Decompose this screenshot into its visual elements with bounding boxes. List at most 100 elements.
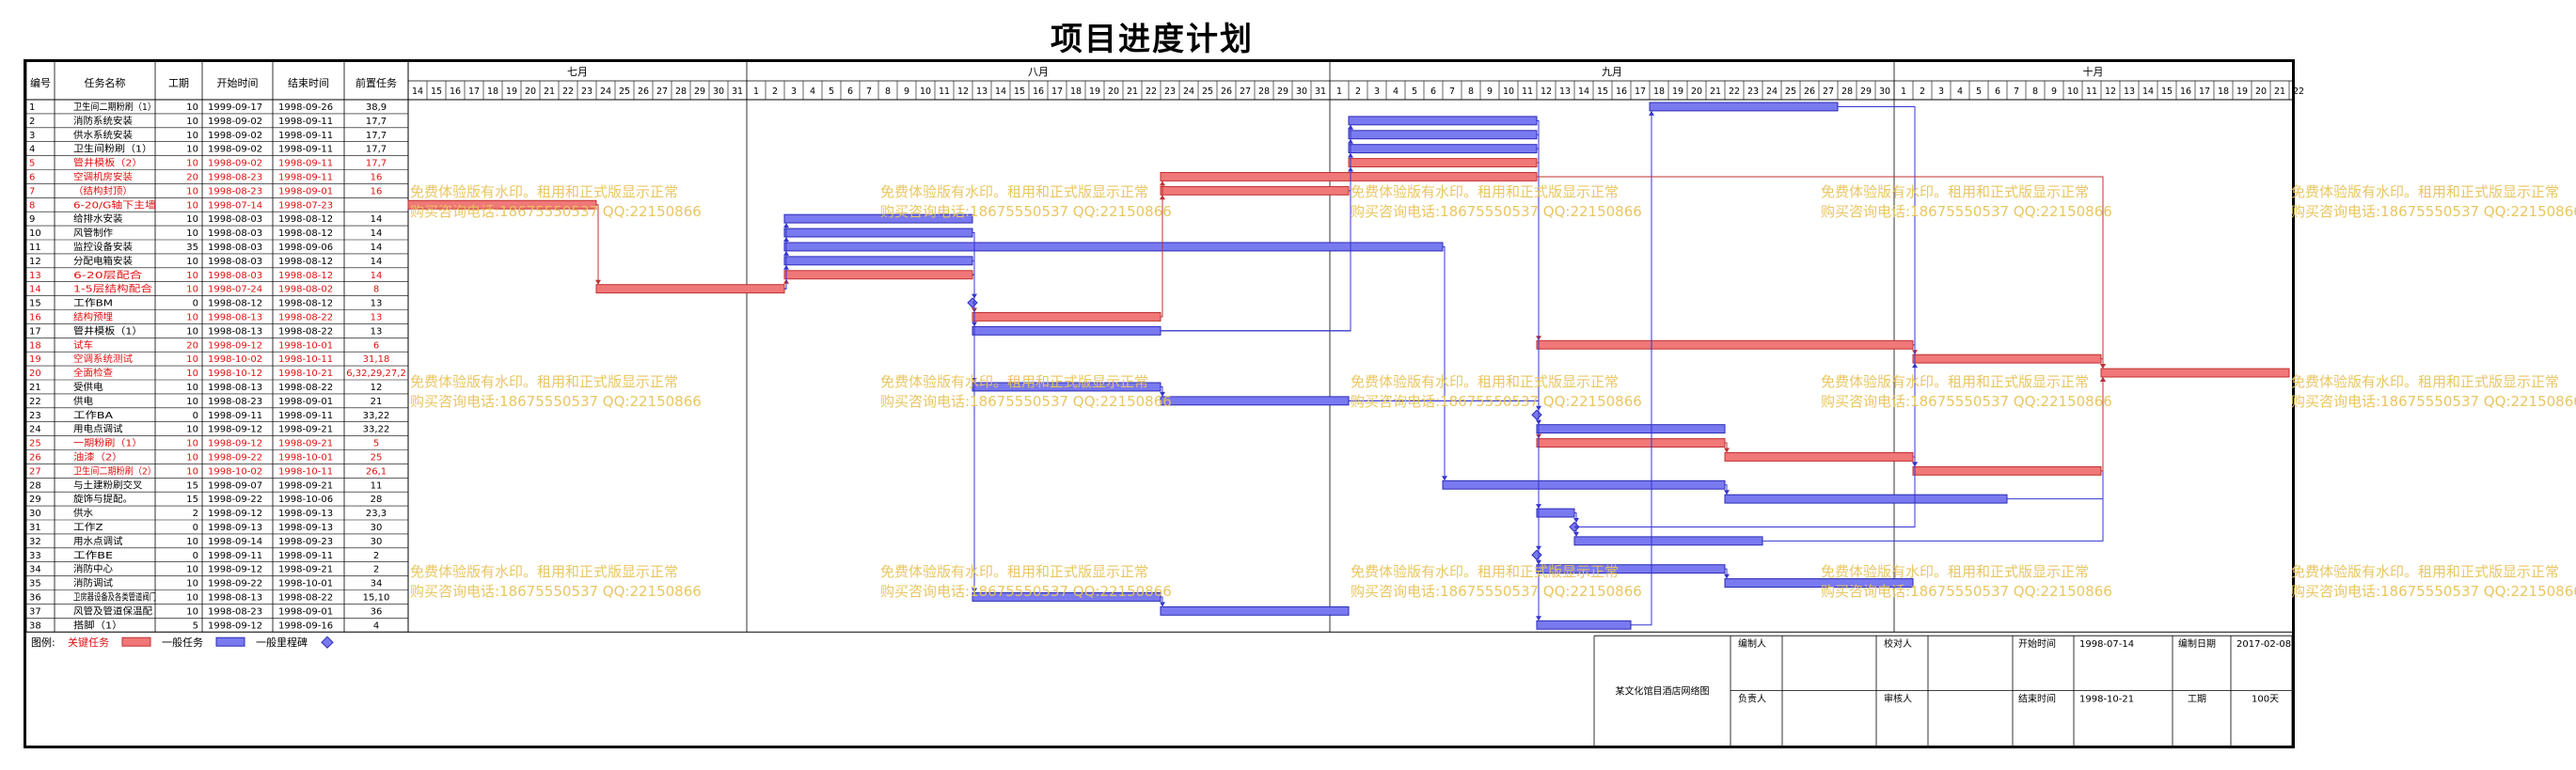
footer-reviewer-label: 审核人 [1884, 693, 1912, 705]
day-label: 24 [600, 86, 611, 97]
dependency-link [1161, 124, 1351, 332]
cell-task-name: 分配电箱安装 [73, 255, 133, 267]
day-label: 22 [2293, 86, 2304, 97]
cell-end: 1998-09-06 [278, 243, 333, 253]
cell-duration: 10 [186, 383, 198, 393]
normal-task-bar [783, 242, 1444, 252]
cell-predecessors: 12 [371, 383, 383, 393]
cell-id: 33 [29, 551, 41, 561]
watermark-line: 购买咨询电话:18675550537 QQ:22150866 [410, 393, 702, 410]
day-label: 1 [753, 86, 759, 97]
cell-start: 1998-08-13 [208, 593, 262, 604]
cell-id: 34 [29, 565, 41, 575]
day-label: 25 [1785, 86, 1796, 97]
dependency-link [1443, 245, 1446, 481]
day-label: 12 [2105, 86, 2116, 97]
trial-watermark: 免费体验版有水印。租用和正式版显示正常购买咨询电话:18675550537 QQ… [1821, 182, 2112, 222]
watermark-line: 免费体验版有水印。租用和正式版显示正常 [410, 373, 679, 390]
day-label: 15 [431, 86, 442, 97]
cell-task-name: 6-20/G轴下主墙 [73, 198, 156, 211]
day-label: 20 [2255, 86, 2267, 97]
normal-task-bar [1348, 144, 1538, 154]
day-label: 5 [829, 86, 834, 97]
cell-task-name: 供电 [73, 395, 93, 407]
cell-start: 1998-09-12 [208, 439, 262, 449]
day-label: 2 [1920, 86, 1925, 97]
cell-end: 1998-08-02 [278, 285, 333, 295]
day-label: 18 [1070, 86, 1082, 97]
legend-prefix: 图例: [31, 636, 55, 649]
watermark-line: 免费体验版有水印。租用和正式版显示正常 [2291, 183, 2560, 200]
dependency-arrow [1536, 616, 1541, 621]
cell-duration: 10 [186, 214, 198, 225]
legend-critical-label: 关键任务 [68, 636, 109, 649]
cell-end: 1998-08-12 [278, 299, 333, 309]
trial-watermark: 免费体验版有水印。租用和正式版显示正常购买咨询电话:18675550537 QQ… [1351, 372, 1642, 412]
day-label: 14 [995, 86, 1006, 97]
cell-end: 1998-09-01 [278, 186, 333, 196]
cell-start: 1998-09-12 [208, 621, 262, 631]
cell-task-name: 管井模板（2） [73, 157, 143, 169]
cell-end: 1998-09-21 [278, 425, 333, 435]
cell-start: 1998-08-03 [208, 257, 262, 267]
cell-end: 1998-10-01 [278, 340, 333, 351]
normal-task-bar [783, 213, 973, 224]
footer-period-label: 工期 [2188, 694, 2206, 705]
day-label: 1 [1901, 86, 1906, 97]
cell-predecessors: 28 [371, 495, 383, 505]
cell-id: 12 [29, 257, 41, 267]
normal-task-bar [1348, 116, 1538, 126]
day-label: 20 [1691, 86, 1702, 97]
dependency-arrow [783, 237, 789, 242]
normal-task-bar [783, 228, 973, 238]
cell-id: 27 [29, 466, 41, 477]
day-label: 4 [810, 86, 815, 97]
day-label: 6 [847, 86, 853, 97]
cell-predecessors: 8 [373, 285, 379, 295]
cell-task-name: 工作BA [73, 410, 113, 421]
cell-duration: 10 [186, 200, 198, 211]
dependency-arrow [595, 279, 601, 285]
cell-end: 1998-08-12 [278, 214, 333, 225]
trial-watermark: 免费体验版有水印。租用和正式版显示正常购买咨询电话:18675550537 QQ… [1351, 182, 1642, 222]
normal-task-bar [972, 325, 1162, 336]
day-label: 9 [904, 86, 909, 97]
cell-end: 1998-08-12 [278, 228, 333, 239]
cell-start: 1998-08-03 [208, 243, 262, 253]
cell-predecessors: 15,10 [363, 593, 390, 604]
watermark-line: 免费体验版有水印。租用和正式版显示正常 [1351, 373, 1620, 390]
cell-task-name: 油漆（2） [73, 451, 123, 464]
day-label: 10 [1503, 86, 1514, 97]
day-label: 25 [619, 86, 630, 97]
cell-task-name: 与土建粉刷交叉 [73, 479, 143, 491]
cell-start: 1998-10-12 [208, 369, 262, 379]
watermark-line: 免费体验版有水印。租用和正式版显示正常 [2291, 373, 2560, 390]
cell-predecessors: 25 [371, 453, 383, 464]
legend-normal-swatch [215, 636, 245, 647]
cell-start: 1998-08-13 [208, 313, 262, 323]
cell-predecessors: 14 [371, 271, 383, 281]
cell-task-name: 消防中心 [73, 563, 113, 575]
day-label: 3 [1938, 86, 1944, 97]
footer-date-label: 编制日期 [2178, 637, 2216, 650]
cell-duration: 10 [186, 186, 198, 196]
watermark-line: 购买咨询电话:18675550537 QQ:22150866 [410, 203, 702, 220]
cell-predecessors: 13 [371, 326, 383, 337]
cell-id: 10 [29, 228, 41, 239]
cell-id: 24 [29, 425, 41, 435]
footer-period-value: 100天 [2252, 695, 2279, 705]
cell-predecessors: 17,7 [366, 159, 387, 169]
cell-predecessors: 33,22 [363, 411, 390, 421]
column-header: 编号 [30, 76, 51, 89]
cell-id: 3 [29, 131, 35, 141]
dependency-arrow [1160, 195, 1165, 200]
cell-task-name: 工作Z [73, 522, 103, 533]
critical-task-bar [1160, 185, 1350, 196]
cell-start: 1998-07-24 [208, 285, 262, 295]
footer-start-value: 1998-07-14 [2079, 639, 2134, 650]
cell-predecessors: 2 [373, 565, 379, 575]
day-label: 11 [939, 86, 950, 97]
cell-end: 1998-10-11 [278, 466, 333, 477]
footer-start-label: 开始时间 [2018, 637, 2056, 650]
day-label: 28 [1841, 86, 1853, 97]
